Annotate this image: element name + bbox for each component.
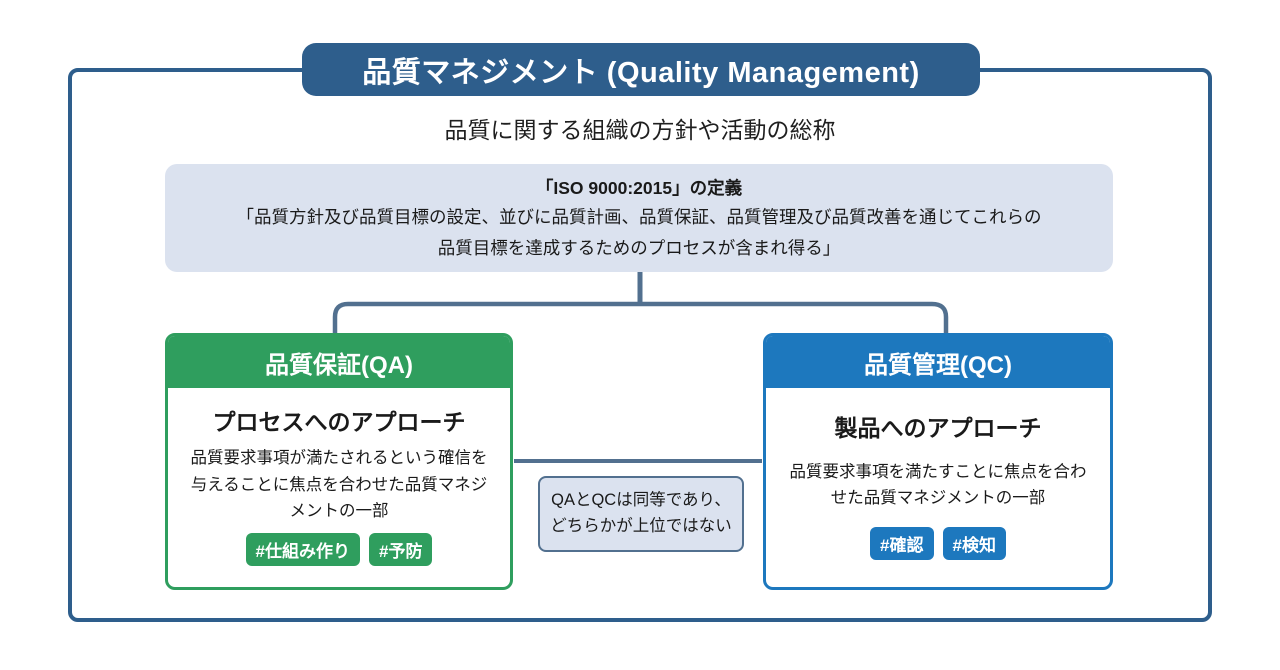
qa-card-body: プロセスへのアプローチ 品質要求事項が満たされるという確信を与えることに焦点を合… [168, 388, 510, 587]
diagram-title-badge: 品質マネジメント (Quality Management) [302, 43, 980, 96]
qa-tag-yobou: #予防 [369, 533, 433, 567]
iso-definition-line1: 「品質方針及び品質目標の設定、並びに品質計画、品質保証、品質管理及び品質改善を通… [236, 207, 1042, 228]
qc-description: 品質要求事項を満たすことに焦点を合わせた品質マネジメントの一部 [789, 462, 1087, 507]
diagram-title: 品質マネジメント (Quality Management) [362, 56, 920, 89]
diagram-subtitle: 品質に関する組織の方針や活動の総称 [444, 117, 836, 143]
equality-note-box: QAとQCは同等であり、 どちらかが上位ではない [538, 476, 744, 552]
qa-description: 品質要求事項が満たされるという確信を与えることに焦点を合わせた品質マネジメントの… [190, 449, 488, 521]
qa-tag-row: #仕組み作り #予防 [245, 533, 433, 567]
iso-definition-box: 「ISO 9000:2015」の定義 「品質方針及び品質目標の設定、並びに品質計… [165, 164, 1113, 272]
qc-card-header: 品質管理(QC) [766, 336, 1110, 388]
qc-tag-row: #確認 #検知 [870, 526, 1006, 560]
qa-tag-shikumi: #仕組み作り [245, 533, 360, 567]
qa-card-header: 品質保証(QA) [168, 336, 510, 388]
equality-note-line1: QAとQCは同等であり、 [551, 491, 731, 510]
qc-tag-kakunin: #確認 [870, 526, 934, 560]
iso-definition-line2: 品質目標を達成するためのプロセスが含まれ得る」 [437, 237, 841, 258]
qa-approach-heading: プロセスへのアプローチ [212, 408, 466, 435]
qc-approach-heading: 製品へのアプローチ [834, 415, 1042, 442]
qc-tag-kenchi: #検知 [942, 526, 1006, 560]
qc-card-body: 製品へのアプローチ 品質要求事項を満たすことに焦点を合わせた品質マネジメントの一… [766, 388, 1110, 587]
qa-card: 品質保証(QA) プロセスへのアプローチ 品質要求事項が満たされるという確信を与… [165, 333, 513, 590]
qc-card-title: 品質管理(QC) [864, 351, 1012, 379]
equality-note-line2: どちらかが上位ではない [550, 517, 732, 535]
qa-card-title: 品質保証(QA) [265, 351, 413, 379]
qc-card: 品質管理(QC) 製品へのアプローチ 品質要求事項を満たすことに焦点を合わせた品… [763, 333, 1113, 590]
iso-definition-heading: 「ISO 9000:2015」の定義 [535, 178, 743, 199]
